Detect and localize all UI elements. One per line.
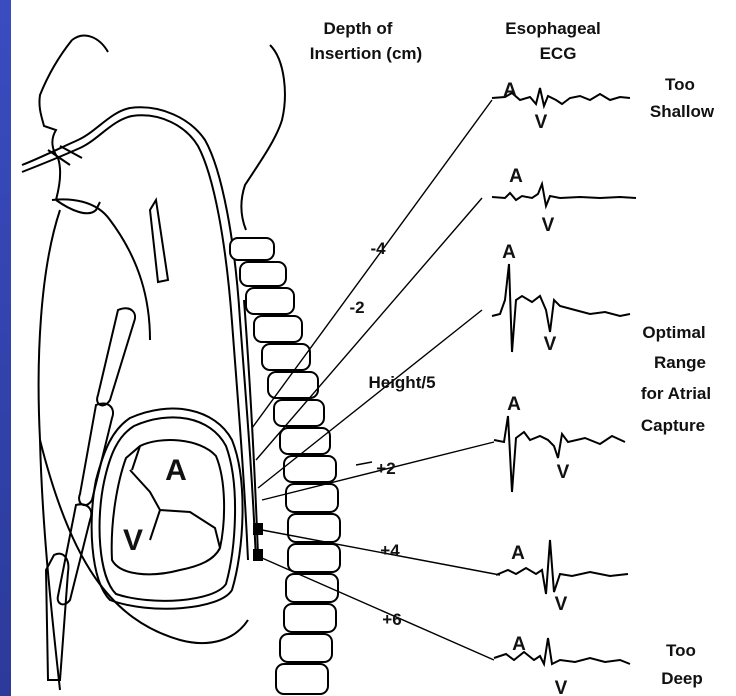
wave-v-label-2: V [542, 215, 555, 236]
depth-label-height5: Height/5 [368, 373, 435, 392]
ecg-trace-3 [492, 264, 630, 352]
optimal-line3: for Atrial [641, 384, 711, 403]
heart-ventricle-label: V [123, 524, 143, 557]
heart-atrium-label: A [165, 454, 187, 487]
optimal-line1: Optimal [642, 323, 705, 342]
depth-label-minus2: -2 [349, 298, 364, 317]
head-outline [39, 36, 108, 214]
depth-header-line2: Insertion (cm) [310, 44, 422, 63]
depth-label-plus2: +2 [376, 459, 395, 478]
wave-v-label-5: V [555, 594, 568, 615]
ecg-header-line1: Esophageal [505, 19, 600, 38]
diagram-canvas: Depth of Insertion (cm) Esophageal ECG -… [11, 0, 736, 696]
electrode-proximal [253, 523, 263, 535]
wave-v-label-3: V [544, 334, 557, 355]
wave-a-label-2: A [509, 166, 523, 187]
depth-label-minus4: -4 [370, 239, 386, 258]
wave-a-label-6: A [512, 634, 526, 655]
depth-label-plus4: +4 [380, 541, 400, 560]
optimal-line4: Capture [641, 416, 705, 435]
too-deep-line2: Deep [661, 669, 703, 688]
electrode-distal [253, 549, 263, 561]
wave-v-label-1: V [535, 112, 548, 133]
wave-v-label-6: V [555, 678, 568, 696]
wave-a-label-5: A [511, 543, 525, 564]
neck-posterior [241, 45, 285, 230]
optimal-line2: Range [654, 353, 706, 372]
too-shallow-line2: Shallow [650, 102, 715, 121]
heart-outline [92, 409, 243, 609]
trachea-wall [52, 199, 168, 340]
depth-label-plus6: +6 [382, 610, 401, 629]
diagram-frame: Depth of Insertion (cm) Esophageal ECG -… [11, 0, 736, 696]
ecg-trace-2 [492, 184, 636, 206]
wave-v-label-4: V [557, 462, 570, 483]
wave-a-label-1: A [503, 80, 517, 101]
too-deep-line1: Too [666, 641, 696, 660]
wave-a-label-3: A [502, 242, 516, 263]
depth-header-line1: Depth of [324, 19, 393, 38]
too-shallow-line1: Too [665, 75, 695, 94]
ecg-header-line2: ECG [540, 44, 577, 63]
wave-a-label-4: A [507, 394, 521, 415]
